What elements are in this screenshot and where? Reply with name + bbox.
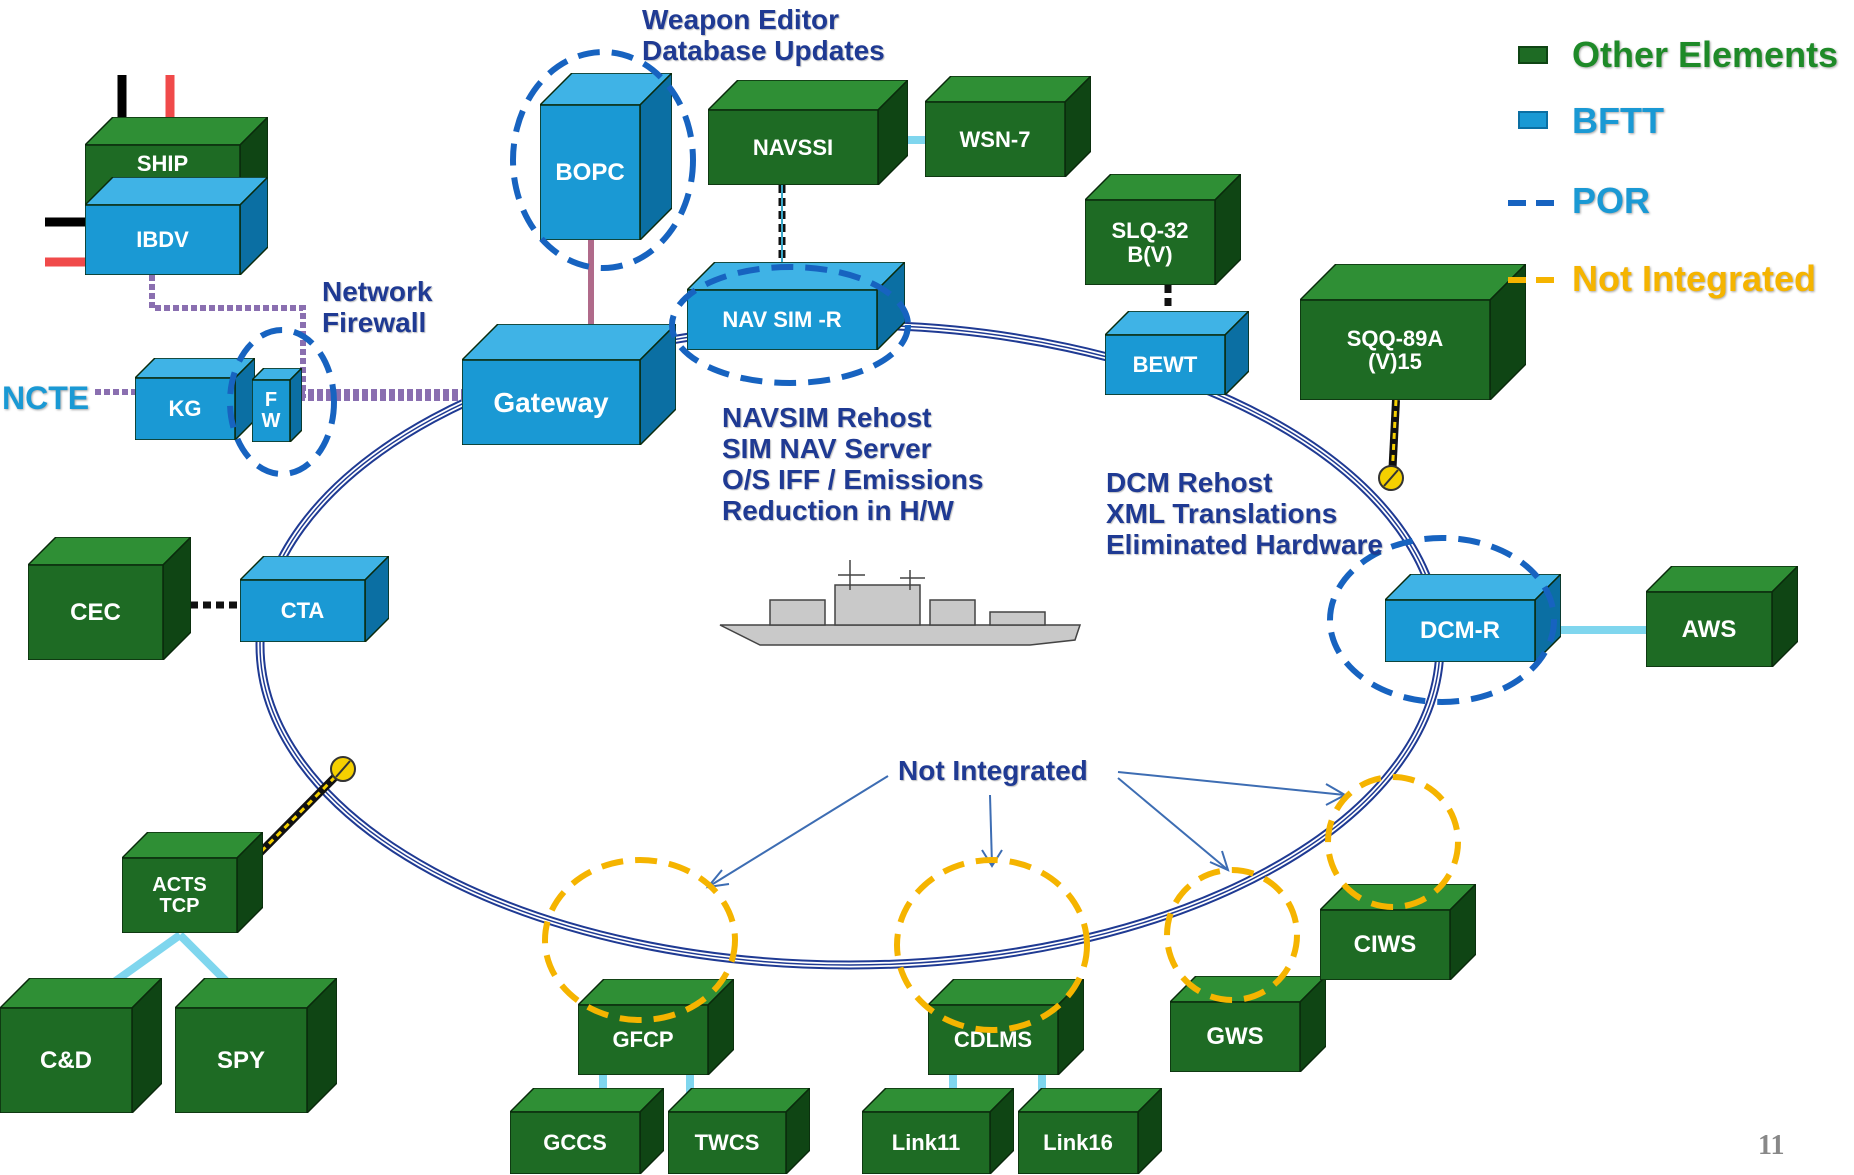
ncte-label: NCTE bbox=[2, 380, 90, 416]
node-bopc: BOPC bbox=[540, 73, 672, 240]
node-label-gateway: Gateway bbox=[493, 386, 609, 418]
not-integrated-arrows bbox=[705, 771, 1348, 889]
node-cec: CEC bbox=[28, 537, 191, 660]
node-label-wsn7: WSN-7 bbox=[959, 126, 1031, 152]
node-label-fw: F W bbox=[261, 389, 281, 432]
node-cta: CTA bbox=[240, 556, 389, 642]
node-label-twcs: TWCS bbox=[694, 1130, 760, 1156]
node-navssi: NAVSSI bbox=[708, 80, 908, 185]
legend-bftt: BFTT bbox=[1572, 100, 1664, 141]
navsim-notes: NAVSIM Rehost SIM NAV Server O/S IFF / E… bbox=[722, 402, 984, 526]
node-kg: KG bbox=[135, 358, 255, 440]
node-slq32: SLQ-32 B(V) bbox=[1085, 174, 1241, 285]
node-label-link11: Link11 bbox=[891, 1130, 961, 1156]
node-label-slq32: SLQ-32 B(V) bbox=[1111, 218, 1189, 267]
node-label-bewt: BEWT bbox=[1132, 352, 1198, 378]
node-label-spy: SPY bbox=[216, 1046, 266, 1074]
node-label-acts-tcp: ACTS TCP bbox=[152, 873, 207, 917]
node-cdlms: CDLMS bbox=[928, 979, 1084, 1075]
page-number: 11 bbox=[1758, 1130, 1785, 1161]
node-label-bopc: BOPC bbox=[555, 158, 625, 186]
node-link11: Link11 bbox=[862, 1088, 1014, 1174]
node-label-gws: GWS bbox=[1206, 1023, 1264, 1051]
node-label-cd: C&D bbox=[40, 1046, 92, 1074]
node-label-gccs: GCCS bbox=[543, 1130, 607, 1156]
node-dcm-r: DCM-R bbox=[1385, 574, 1561, 662]
node-label-nav-sim-r: NAV SIM -R bbox=[722, 307, 842, 333]
node-gccs: GCCS bbox=[510, 1088, 664, 1174]
node-label-cta: CTA bbox=[280, 598, 325, 624]
node-label-link16: Link16 bbox=[1043, 1130, 1113, 1156]
node-label-aws: AWS bbox=[1681, 615, 1737, 643]
legend-other-elements: Other Elements bbox=[1572, 34, 1839, 75]
node-spy: SPY bbox=[175, 978, 337, 1113]
node-ciws: CIWS bbox=[1320, 884, 1476, 980]
node-bewt: BEWT bbox=[1105, 311, 1249, 395]
node-link16: Link16 bbox=[1018, 1088, 1162, 1174]
node-label-ciws: CIWS bbox=[1353, 931, 1417, 959]
dcm-notes: DCM Rehost XML Translations Eliminated H… bbox=[1106, 467, 1383, 560]
node-sqq89: SQQ-89A (V)15 bbox=[1300, 264, 1526, 400]
node-gateway: Gateway bbox=[462, 324, 676, 445]
node-label-ibdv: IBDV bbox=[136, 227, 189, 253]
node-aws: AWS bbox=[1646, 566, 1798, 667]
weapon-editor-label: Weapon Editor Database Updates bbox=[642, 4, 885, 66]
node-gfcp: GFCP bbox=[578, 979, 734, 1075]
node-label-cec: CEC bbox=[70, 598, 121, 626]
node-twcs: TWCS bbox=[668, 1088, 810, 1174]
node-label-kg: KG bbox=[168, 396, 202, 422]
node-label-gfcp: GFCP bbox=[612, 1027, 674, 1053]
node-gws: GWS bbox=[1170, 976, 1326, 1072]
node-cd: C&D bbox=[0, 978, 162, 1113]
network-firewall-label: Network Firewall bbox=[322, 276, 433, 338]
legend-por: POR bbox=[1572, 180, 1651, 221]
node-wsn7: WSN-7 bbox=[925, 76, 1091, 177]
node-label-sqq89: SQQ-89A (V)15 bbox=[1346, 325, 1444, 374]
node-acts-tcp: ACTS TCP bbox=[122, 832, 263, 933]
not-integrated-label: Not Integrated bbox=[898, 755, 1088, 786]
node-label-cdlms: CDLMS bbox=[953, 1027, 1033, 1053]
ship-icon bbox=[719, 560, 1082, 646]
node-ibdv: IBDV bbox=[85, 177, 268, 275]
legend-not-integrated: Not Integrated bbox=[1572, 258, 1817, 299]
node-nav-sim-r: NAV SIM -R bbox=[687, 262, 905, 350]
node-label-dcm-r: DCM-R bbox=[1420, 617, 1500, 645]
node-label-navssi: NAVSSI bbox=[752, 134, 834, 160]
node-fw: F W bbox=[252, 368, 302, 442]
